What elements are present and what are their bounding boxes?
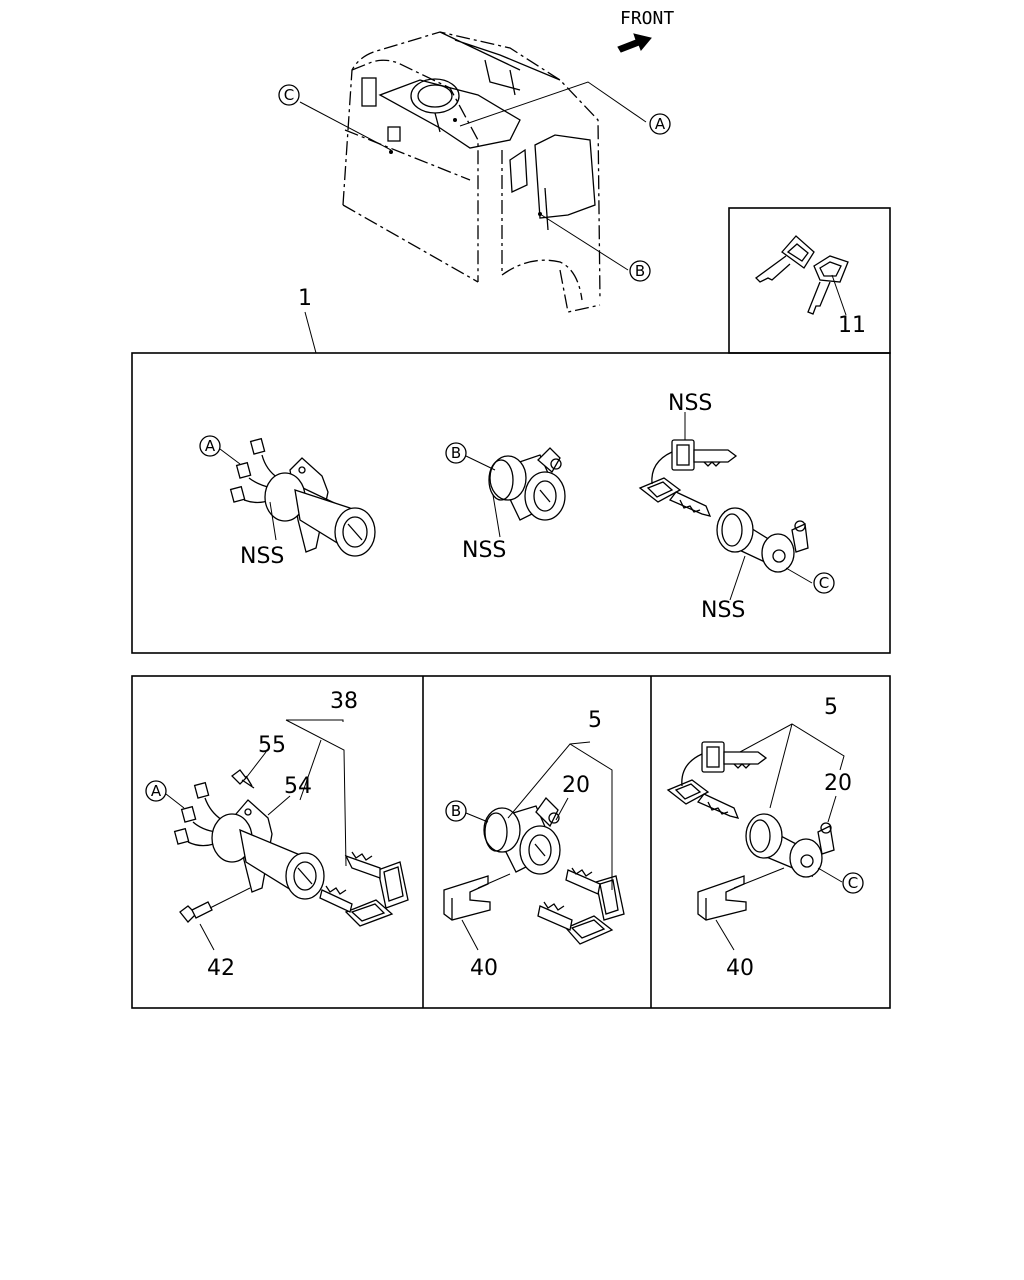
callout-a-set: A	[145, 780, 167, 802]
nss-keys-drawing	[638, 439, 738, 517]
starter-set-label: 38	[330, 689, 358, 714]
callout-c-nss: C	[813, 572, 835, 594]
callout-b-set-text: B	[451, 802, 461, 820]
nss-keys-label: NSS	[668, 391, 712, 416]
bracket-label: 54	[284, 774, 312, 799]
window-clip-label: 40	[726, 956, 754, 981]
callout-c-set-text: C	[848, 874, 858, 892]
front-label: FRONT	[620, 8, 674, 29]
key-pair-icon	[755, 235, 849, 315]
front-arrow-icon	[617, 33, 652, 53]
bolt-label: 42	[207, 956, 235, 981]
window-lock-set-drawing	[666, 741, 835, 921]
callout-a-nss-text: A	[205, 437, 216, 455]
keys-label: 11	[838, 313, 866, 338]
screw-label: 55	[258, 733, 286, 758]
callout-a-text: A	[655, 115, 666, 133]
callout-b-nss-text: B	[451, 444, 461, 462]
door-cap-label: 20	[562, 773, 590, 798]
window-cap-label: 20	[824, 771, 852, 796]
component-sets-box	[131, 675, 891, 1009]
nss-door-label: NSS	[462, 538, 506, 563]
assembly-label: 1	[298, 286, 312, 311]
front-direction-indicator: FRONT	[617, 8, 674, 53]
starter-switch-drawing	[229, 437, 376, 557]
door-lock-set-drawing	[443, 796, 625, 945]
cab-drawing	[342, 31, 601, 313]
callout-a-cab: A	[649, 113, 671, 135]
nss-window-label: NSS	[701, 598, 745, 623]
callout-b-nss: B	[445, 442, 467, 464]
callout-b-text: B	[635, 262, 645, 280]
door-lock-drawing	[488, 447, 566, 521]
nss-assembly-box	[131, 352, 891, 654]
callout-b-cab: B	[629, 260, 651, 282]
callout-c-nss-text: C	[819, 574, 829, 592]
window-lock-set-label: 5	[824, 695, 838, 720]
callout-c-text: C	[284, 86, 294, 104]
window-lock-drawing	[716, 507, 809, 573]
nss-starter-label: NSS	[240, 544, 284, 569]
door-clip-label: 40	[470, 956, 498, 981]
callout-c-set: C	[842, 872, 864, 894]
starter-set-drawing	[173, 769, 409, 927]
door-lock-set-label: 5	[588, 708, 602, 733]
callout-b-set: B	[445, 800, 467, 822]
callout-c-cab: C	[278, 84, 300, 106]
callout-a-nss: A	[199, 435, 221, 457]
callout-a-set-text: A	[151, 782, 162, 800]
